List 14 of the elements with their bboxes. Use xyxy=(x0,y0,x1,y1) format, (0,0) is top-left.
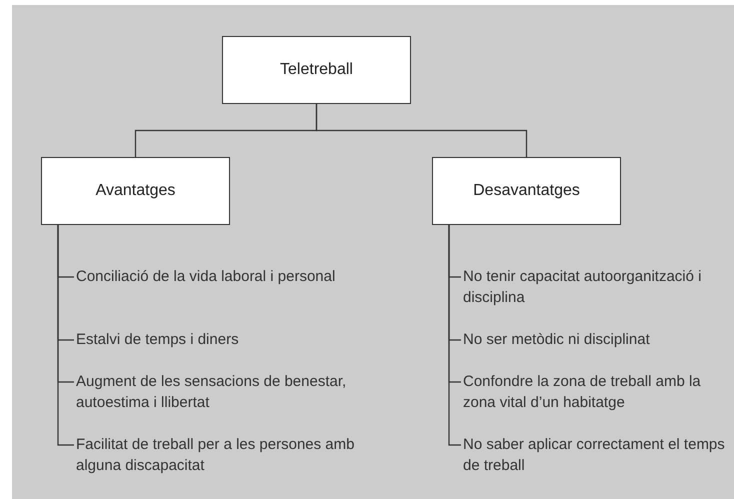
list-item-text: Conciliació de la vida laboral i personal xyxy=(76,266,396,287)
list-item-text: Augment de les sensacions de benestar, autoestima i llibertat xyxy=(76,371,396,413)
category-box: Teletreball xyxy=(222,36,411,104)
list-item-text: Estalvi de temps i diners xyxy=(76,329,396,350)
list-item-text: Confondre la zona de treball amb la zona vital d’un habitatge xyxy=(463,371,728,413)
category-box: Avantatges xyxy=(41,157,230,225)
list-item-text: No saber aplicar correctament el temps de treball xyxy=(463,434,728,476)
list-item-text: No ser metòdic ni disciplinat xyxy=(463,329,728,350)
category-box: Desavantatges xyxy=(432,157,621,225)
list-item-text: Facilitat de treball per a les persones amb alguna discapacitat xyxy=(76,434,396,476)
list-item-text: No tenir capacitat autoorganització i disciplina xyxy=(463,266,728,308)
connector-line xyxy=(57,225,74,446)
connector-line xyxy=(316,104,528,157)
connector-line xyxy=(448,225,461,446)
